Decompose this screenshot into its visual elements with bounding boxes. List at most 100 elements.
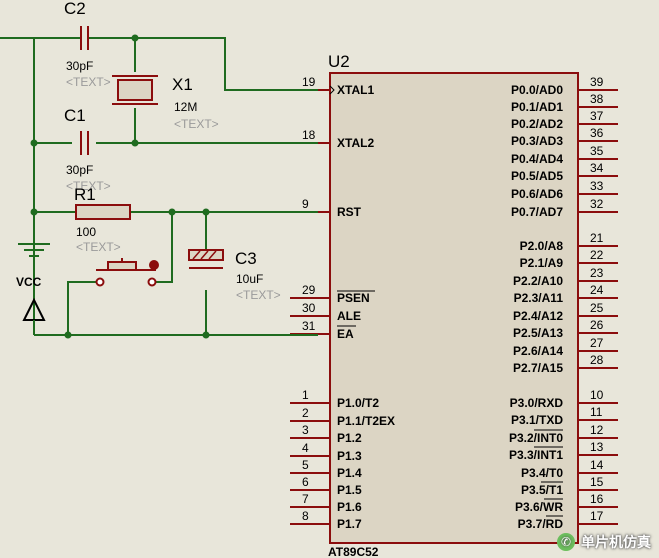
pin-name: P0.6/AD6 [511,187,563,201]
pin-number: 1 [302,388,309,402]
pin-number: 9 [302,197,309,211]
pin-number: 38 [590,92,604,106]
pin-name: P3.0/RXD [510,396,564,410]
pin-number: 7 [302,492,309,506]
pin-name: P2.0/A8 [520,239,564,253]
chip-part: AT89C52 [328,545,379,558]
crystal-x1[interactable] [112,75,158,105]
reset-button[interactable] [95,258,157,287]
chip-pin-left[interactable]: 6P1.5 [290,475,362,497]
pin-number: 6 [302,475,309,489]
pin-name: P2.2/A10 [513,274,563,288]
pin-number: 19 [302,75,316,89]
junction-dot [202,208,210,216]
chip-pin-left[interactable]: 7P1.6 [290,492,362,514]
pin-name: P0.0/AD0 [511,83,563,97]
pin-name: P2.5/A13 [513,326,563,340]
chip-ref: U2 [328,52,350,71]
pin-name: PSEN [337,291,370,305]
pin-number: 34 [590,161,604,175]
pin-name: P3.5/T1 [521,483,563,497]
c3-ref: C3 [235,249,257,268]
r1-value: 100 [76,225,96,239]
junction-dot [168,208,176,216]
pin-name: P1.2 [337,431,362,445]
pin-number: 3 [302,423,309,437]
watermark-text: 单片机仿真 [581,535,651,551]
pin-number: 31 [302,319,316,333]
x1-text: <TEXT> [174,117,219,131]
wires [0,37,318,336]
capacitor-c3[interactable] [188,249,224,269]
junction-dot [64,331,72,339]
c2-value: 30pF [66,59,93,73]
wire-left-rail [0,37,35,335]
c1-ref: C1 [64,106,86,125]
button-indicator-icon[interactable] [149,260,159,270]
pin-number: 15 [590,475,604,489]
junction-dot [30,208,38,216]
pin-name: P1.6 [337,500,362,514]
pin-number: 30 [302,301,316,315]
chip-pin-left[interactable]: 2P1.1/T2EX [290,406,395,428]
chip-pin-left[interactable]: 8P1.7 [290,509,362,531]
chip-pin-left[interactable]: 1P1.0/T2 [290,388,379,410]
pin-name: P3.6/WR [515,500,563,514]
pin-number: 33 [590,179,604,193]
c3-text: <TEXT> [236,288,281,302]
pin-name: ALE [337,309,361,323]
resistor-r1[interactable] [75,204,131,220]
pin-number: 26 [590,318,604,332]
chip-pin-left[interactable]: 4P1.3 [290,441,362,463]
pin-number: 11 [590,405,603,419]
chip-body[interactable] [329,72,579,544]
pin-number: 23 [590,266,604,280]
pin-name: P1.0/T2 [337,396,379,410]
pin-name: P1.1/T2EX [337,414,395,428]
capacitor-c1[interactable] [80,131,89,155]
pin-number: 35 [590,144,604,158]
c3-value: 10uF [236,272,263,286]
pin-number: 10 [590,388,604,402]
pin-number: 36 [590,126,604,140]
pin-number: 39 [590,75,604,89]
pin-name: P3.3/INT1 [509,448,563,462]
pin-name: P1.4 [337,466,362,480]
pin-number: 27 [590,336,604,350]
watermark: ✆ 单片机仿真 [557,532,651,552]
pin-name: P0.5/AD5 [511,169,563,183]
chip-pin-left[interactable]: 5P1.4 [290,458,362,480]
pin-number: 14 [590,458,604,472]
right-pin-group: 39P0.0/AD038P0.1/AD137P0.2/AD236P0.3/AD3… [509,75,618,531]
pin-name: P1.3 [337,449,362,463]
capacitor-c2[interactable] [72,26,96,50]
chip-pin-left[interactable]: 3P1.2 [290,423,362,445]
